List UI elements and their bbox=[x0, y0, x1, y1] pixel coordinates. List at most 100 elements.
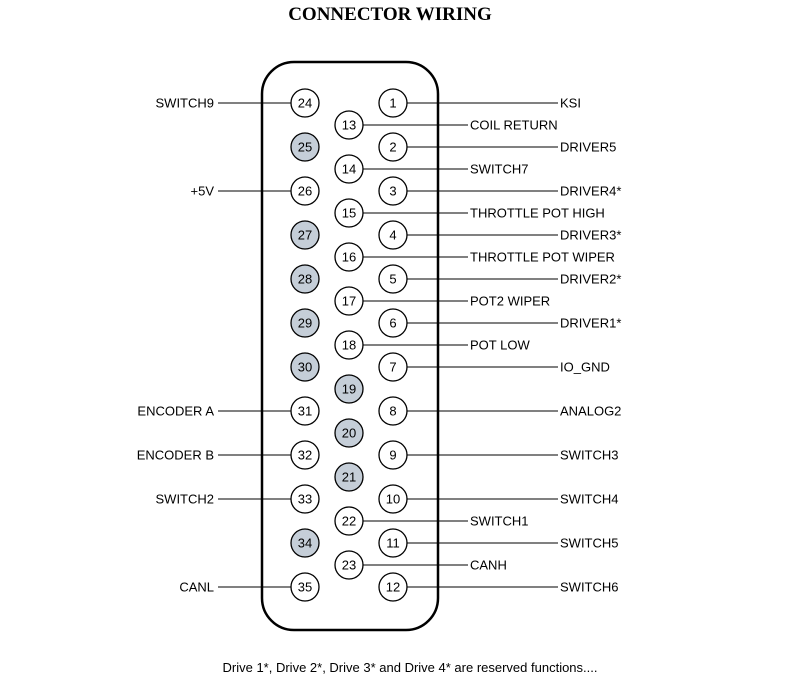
signal-label-pin-14: SWITCH7 bbox=[470, 162, 529, 177]
pin-number-30: 30 bbox=[298, 360, 312, 375]
signal-label-pin-15: THROTTLE POT HIGH bbox=[470, 206, 605, 221]
signal-label-pin-12: SWITCH6 bbox=[560, 580, 619, 595]
pin-31 bbox=[290, 396, 320, 426]
signal-label-pin-32: ENCODER B bbox=[137, 448, 214, 463]
pin-33 bbox=[290, 484, 320, 514]
pin-number-6: 6 bbox=[389, 316, 396, 331]
pin-14 bbox=[334, 154, 364, 184]
unused-pin-27 bbox=[290, 220, 320, 250]
pin-number-3: 3 bbox=[389, 184, 396, 199]
pin-17 bbox=[334, 286, 364, 316]
pin-number-25: 25 bbox=[298, 140, 312, 155]
pin-6 bbox=[378, 308, 408, 338]
signal-label-pin-26: +5V bbox=[191, 184, 215, 199]
signal-label-pin-4: DRIVER3* bbox=[560, 228, 621, 243]
pin-number-8: 8 bbox=[389, 404, 396, 419]
pin-number-34: 34 bbox=[298, 536, 312, 551]
signal-label-pin-10: SWITCH4 bbox=[560, 492, 619, 507]
pin-number-13: 13 bbox=[342, 118, 356, 133]
pin-13 bbox=[334, 110, 364, 140]
unused-pin-20 bbox=[334, 418, 364, 448]
pin-number-35: 35 bbox=[298, 580, 312, 595]
pin-12 bbox=[378, 572, 408, 602]
unused-pin-19 bbox=[334, 374, 364, 404]
connector-housing bbox=[260, 60, 440, 632]
signal-label-pin-7: IO_GND bbox=[560, 360, 610, 375]
pin-number-10: 10 bbox=[386, 492, 400, 507]
pin-24 bbox=[290, 88, 320, 118]
signal-label-pin-3: DRIVER4* bbox=[560, 184, 621, 199]
unused-pin-30 bbox=[290, 352, 320, 382]
pin-number-23: 23 bbox=[342, 558, 356, 573]
pin-16 bbox=[334, 242, 364, 272]
signal-label-pin-16: THROTTLE POT WIPER bbox=[470, 250, 615, 265]
signal-label-pin-2: DRIVER5 bbox=[560, 140, 616, 155]
signal-label-pin-23: CANH bbox=[470, 558, 507, 573]
signal-label-pin-33: SWITCH2 bbox=[156, 492, 215, 507]
pin-number-26: 26 bbox=[298, 184, 312, 199]
pin-3 bbox=[378, 176, 408, 206]
wire-layer bbox=[218, 102, 558, 588]
pin-number-15: 15 bbox=[342, 206, 356, 221]
pin-4 bbox=[378, 220, 408, 250]
pin-number-20: 20 bbox=[342, 426, 356, 441]
signal-label-pin-6: DRIVER1* bbox=[560, 316, 621, 331]
pin-number-19: 19 bbox=[342, 382, 356, 397]
pin-26 bbox=[290, 176, 320, 206]
pin-number-18: 18 bbox=[342, 338, 356, 353]
signal-label-pin-17: POT2 WIPER bbox=[470, 294, 550, 309]
pin-number-24: 24 bbox=[298, 96, 312, 111]
pin-number-4: 4 bbox=[389, 228, 396, 243]
pin-10 bbox=[378, 484, 408, 514]
unused-pin-34 bbox=[290, 528, 320, 558]
pin-number-9: 9 bbox=[389, 448, 396, 463]
pin-5 bbox=[378, 264, 408, 294]
signal-label-pin-24: SWITCH9 bbox=[156, 96, 215, 111]
signal-label-pin-22: SWITCH1 bbox=[470, 514, 529, 529]
pin-number-11: 11 bbox=[386, 536, 400, 551]
pin-35 bbox=[290, 572, 320, 602]
pin-23 bbox=[334, 550, 364, 580]
pin-7 bbox=[378, 352, 408, 382]
pin-layer: 1234567891011121314151617181920212223242… bbox=[290, 88, 408, 602]
signal-label-pin-9: SWITCH3 bbox=[560, 448, 619, 463]
pin-15 bbox=[334, 198, 364, 228]
pin-11 bbox=[378, 528, 408, 558]
signal-label-pin-5: DRIVER2* bbox=[560, 272, 621, 287]
signal-label-pin-1: KSI bbox=[560, 96, 581, 111]
signal-label-pin-8: ANALOG2 bbox=[560, 404, 621, 419]
pin-number-27: 27 bbox=[298, 228, 312, 243]
pin-number-2: 2 bbox=[389, 140, 396, 155]
unused-pin-28 bbox=[290, 264, 320, 294]
pin-number-33: 33 bbox=[298, 492, 312, 507]
pin-number-17: 17 bbox=[342, 294, 356, 309]
pin-number-1: 1 bbox=[389, 96, 396, 111]
signal-label-pin-11: SWITCH5 bbox=[560, 536, 619, 551]
pin-number-29: 29 bbox=[298, 316, 312, 331]
pin-number-14: 14 bbox=[342, 162, 356, 177]
pin-22 bbox=[334, 506, 364, 536]
pin-number-12: 12 bbox=[386, 580, 400, 595]
diagram-title: CONNECTOR WIRING bbox=[288, 4, 492, 25]
signal-label-pin-13: COIL RETURN bbox=[470, 118, 558, 133]
pin-8 bbox=[378, 396, 408, 426]
signal-label-pin-35: CANL bbox=[179, 580, 214, 595]
pin-number-7: 7 bbox=[389, 360, 396, 375]
unused-pin-21 bbox=[334, 462, 364, 492]
pin-number-32: 32 bbox=[298, 448, 312, 463]
pin-9 bbox=[378, 440, 408, 470]
signal-label-pin-18: POT LOW bbox=[470, 338, 530, 353]
pin-number-31: 31 bbox=[298, 404, 312, 419]
pin-number-16: 16 bbox=[342, 250, 356, 265]
footnote: Drive 1*, Drive 2*, Drive 3* and Drive 4… bbox=[222, 660, 598, 675]
pin-18 bbox=[334, 330, 364, 360]
unused-pin-29 bbox=[290, 308, 320, 338]
pin-number-22: 22 bbox=[342, 514, 356, 529]
pin-number-5: 5 bbox=[389, 272, 396, 287]
pin-2 bbox=[378, 132, 408, 162]
unused-pin-25 bbox=[290, 132, 320, 162]
pin-number-21: 21 bbox=[342, 470, 356, 485]
pin-32 bbox=[290, 440, 320, 470]
